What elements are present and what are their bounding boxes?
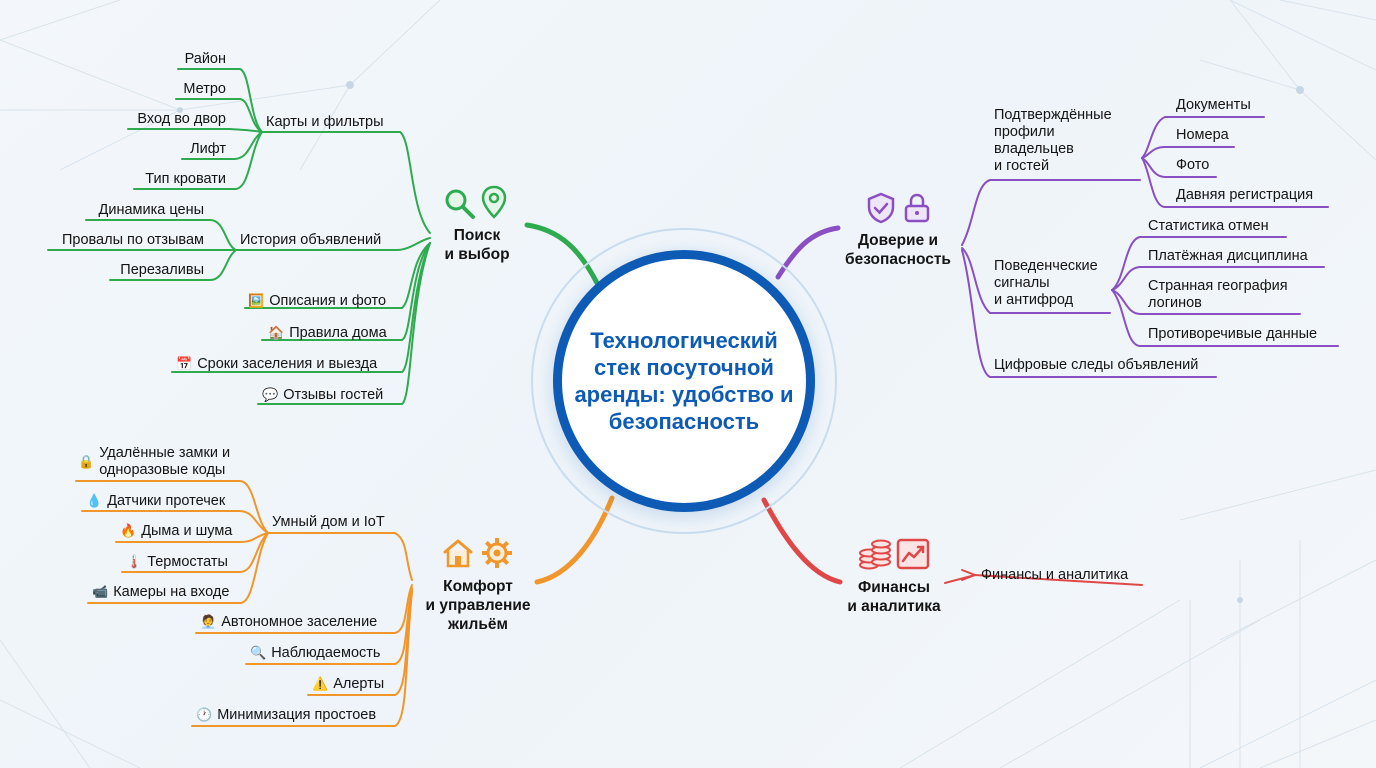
smart-item-leak-sensors: 💧Датчики протечек (86, 493, 226, 509)
behavior-item-cancel-stats: Статистика отмен (1148, 218, 1269, 234)
smart-item-thermostats: 🌡️Термостаты (126, 554, 228, 570)
water-drop-icon: 💧 (86, 493, 103, 508)
comfort-branch-title: Комфорт и управление жильём (425, 578, 531, 633)
verified-profiles-label: Подтверждённые профили владельцев и гост… (994, 107, 1112, 174)
smart-item-remote-locks: 🔒Удалённые замки и одноразовые коды (78, 445, 231, 478)
behavior-signals-label: Поведенческие сигналы и антифрод (994, 258, 1098, 308)
person-icon: 🧑‍💼 (200, 614, 217, 629)
profiles-item-photo: Фото (1176, 157, 1210, 173)
calendar-icon: 📅 (176, 356, 193, 371)
digital-traces-label: Цифровые следы объявлений (994, 357, 1199, 373)
smart-home-label: Умный дом и IoT (272, 514, 385, 530)
history-item-price-dynamics: Динамика цены (98, 202, 204, 218)
house-icon (441, 537, 475, 574)
profiles-item-documents: Документы (1176, 97, 1251, 113)
fire-icon: 🔥 (120, 523, 137, 538)
comfort-extra-alerts: ⚠️Алерты (312, 676, 385, 692)
smart-item-entrance-cameras: 📹Камеры на входе (92, 584, 230, 600)
clock-icon: 🕐 (196, 707, 213, 722)
behavior-item-contradictory-data: Противоречивые данные (1148, 326, 1318, 342)
center-ring (531, 228, 837, 534)
search-extra-descriptions: 🖼️Описания и фото (248, 293, 387, 309)
comfort-extra-observability: 🔍Наблюдаемость (250, 645, 381, 661)
maps-item-metro: Метро (183, 81, 226, 97)
history-item-reuploads: Перезаливы (120, 262, 204, 278)
profiles-item-old-registration: Давняя регистрация (1176, 187, 1314, 203)
picture-icon: 🖼️ (248, 293, 265, 308)
comfort-extra-downtime: 🕐Минимизация простоев (196, 707, 377, 723)
lock-small-icon: 🔒 (78, 454, 95, 469)
search-extra-house-rules: 🏠Правила дома (268, 325, 387, 341)
growth-chart-icon (896, 538, 930, 575)
maps-item-yard-entrance: Вход во двор (137, 111, 226, 127)
magnifier-icon (442, 186, 476, 225)
center-node: Технологический стек посуточной аренды: … (553, 250, 815, 512)
thermometer-icon: 🌡️ (126, 554, 143, 569)
search-extra-checkin-dates: 📅Сроки заселения и выезда (176, 356, 378, 372)
finance-branch-title: Финансы и аналитика (847, 579, 941, 615)
camera-icon: 📹 (92, 584, 109, 599)
smart-item-smoke-noise: 🔥Дыма и шума (120, 523, 233, 539)
center-title: Технологический стек посуточной аренды: … (574, 328, 794, 434)
speech-bubble-icon: 💬 (262, 387, 279, 402)
gear-icon (481, 537, 513, 574)
search-branch-title: Поиск и выбор (444, 227, 510, 263)
monitor-icon: 🔍 (250, 645, 267, 660)
history-item-review-drops: Провалы по отзывам (61, 232, 204, 248)
house-small-icon: 🏠 (268, 325, 285, 340)
map-pin-icon (480, 185, 508, 224)
shield-check-icon (866, 192, 896, 229)
coins-icon (857, 538, 893, 575)
maps-item-district: Район (184, 51, 226, 67)
padlock-icon (903, 192, 931, 229)
search-extra-guest-reviews: 💬Отзывы гостей (262, 387, 384, 403)
behavior-item-payment-discipline: Платёжная дисциплина (1148, 248, 1308, 264)
behavior-item-login-geography: Странная география логинов (1148, 278, 1288, 311)
maps-item-elevator: Лифт (190, 141, 226, 157)
comfort-extra-autonomous-checkin: 🧑‍💼Автономное заселение (200, 614, 378, 630)
warning-icon: ⚠️ (312, 676, 329, 691)
maps-filters-label: Карты и фильтры (266, 114, 384, 130)
maps-item-bed-type: Тип кровати (145, 171, 226, 187)
listing-history-label: История объявлений (240, 232, 382, 248)
finance-item-analytics: Финансы и аналитика (981, 567, 1129, 583)
trust-branch-title: Доверие и безопасность (845, 232, 951, 268)
profiles-item-numbers: Номера (1176, 127, 1229, 143)
